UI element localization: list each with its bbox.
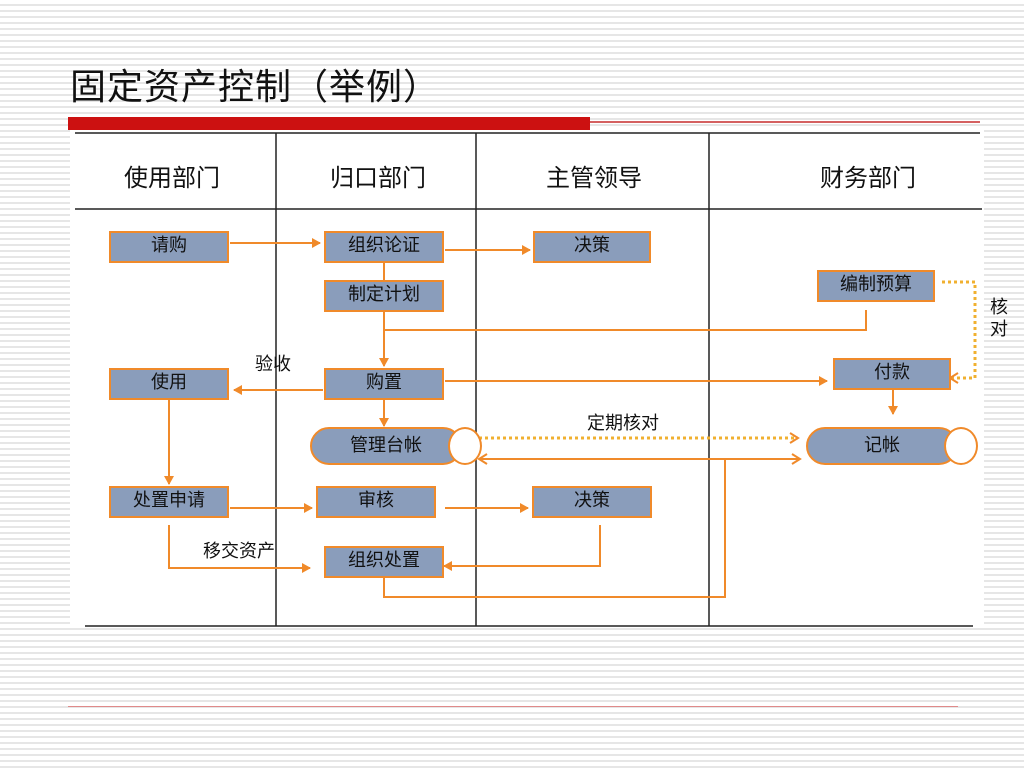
node-decision-1: 决策	[533, 231, 651, 263]
node-asset-ledger: 管理台帐	[310, 427, 482, 465]
title-underline-red	[68, 117, 590, 130]
label-transfer-assets: 移交资产	[203, 541, 275, 562]
column-header-responsible-dept: 归口部门	[330, 164, 426, 192]
dotted-lines	[465, 280, 977, 444]
node-disposal-request: 处置申请	[109, 486, 229, 518]
node-draft-plan: 制定计划	[324, 280, 444, 312]
node-audit: 审核	[316, 486, 436, 518]
title-underline-thin	[590, 121, 980, 123]
node-prepare-budget: 编制预算	[817, 270, 935, 302]
column-header-supervisor: 主管领导	[546, 164, 642, 192]
node-use: 使用	[109, 368, 229, 400]
node-bookkeeping-label: 记帐	[864, 435, 900, 456]
node-decision-2: 决策	[532, 486, 652, 518]
column-header-finance-dept: 财务部门	[820, 164, 916, 192]
node-request: 请购	[109, 231, 229, 263]
footer-divider	[68, 706, 958, 707]
node-asset-ledger-label: 管理台帐	[350, 435, 422, 456]
label-acceptance: 验收	[255, 354, 291, 375]
column-header-user-dept: 使用部门	[124, 164, 220, 192]
node-payment: 付款	[833, 358, 951, 390]
table-grid	[75, 132, 982, 627]
bookkeeping-notch-icon	[944, 427, 978, 465]
page-title: 固定资产控制（举例）	[70, 67, 441, 108]
node-organize-review: 组织论证	[324, 231, 444, 263]
label-periodic-reconcile: 定期核对	[587, 413, 659, 434]
label-reconcile: 核对	[990, 297, 1008, 340]
node-organize-disposal: 组织处置	[324, 546, 444, 578]
ledger-notch-icon	[448, 427, 482, 465]
node-purchase: 购置	[324, 368, 444, 400]
node-bookkeeping: 记帐	[806, 427, 978, 465]
flow-lines	[164, 238, 898, 598]
